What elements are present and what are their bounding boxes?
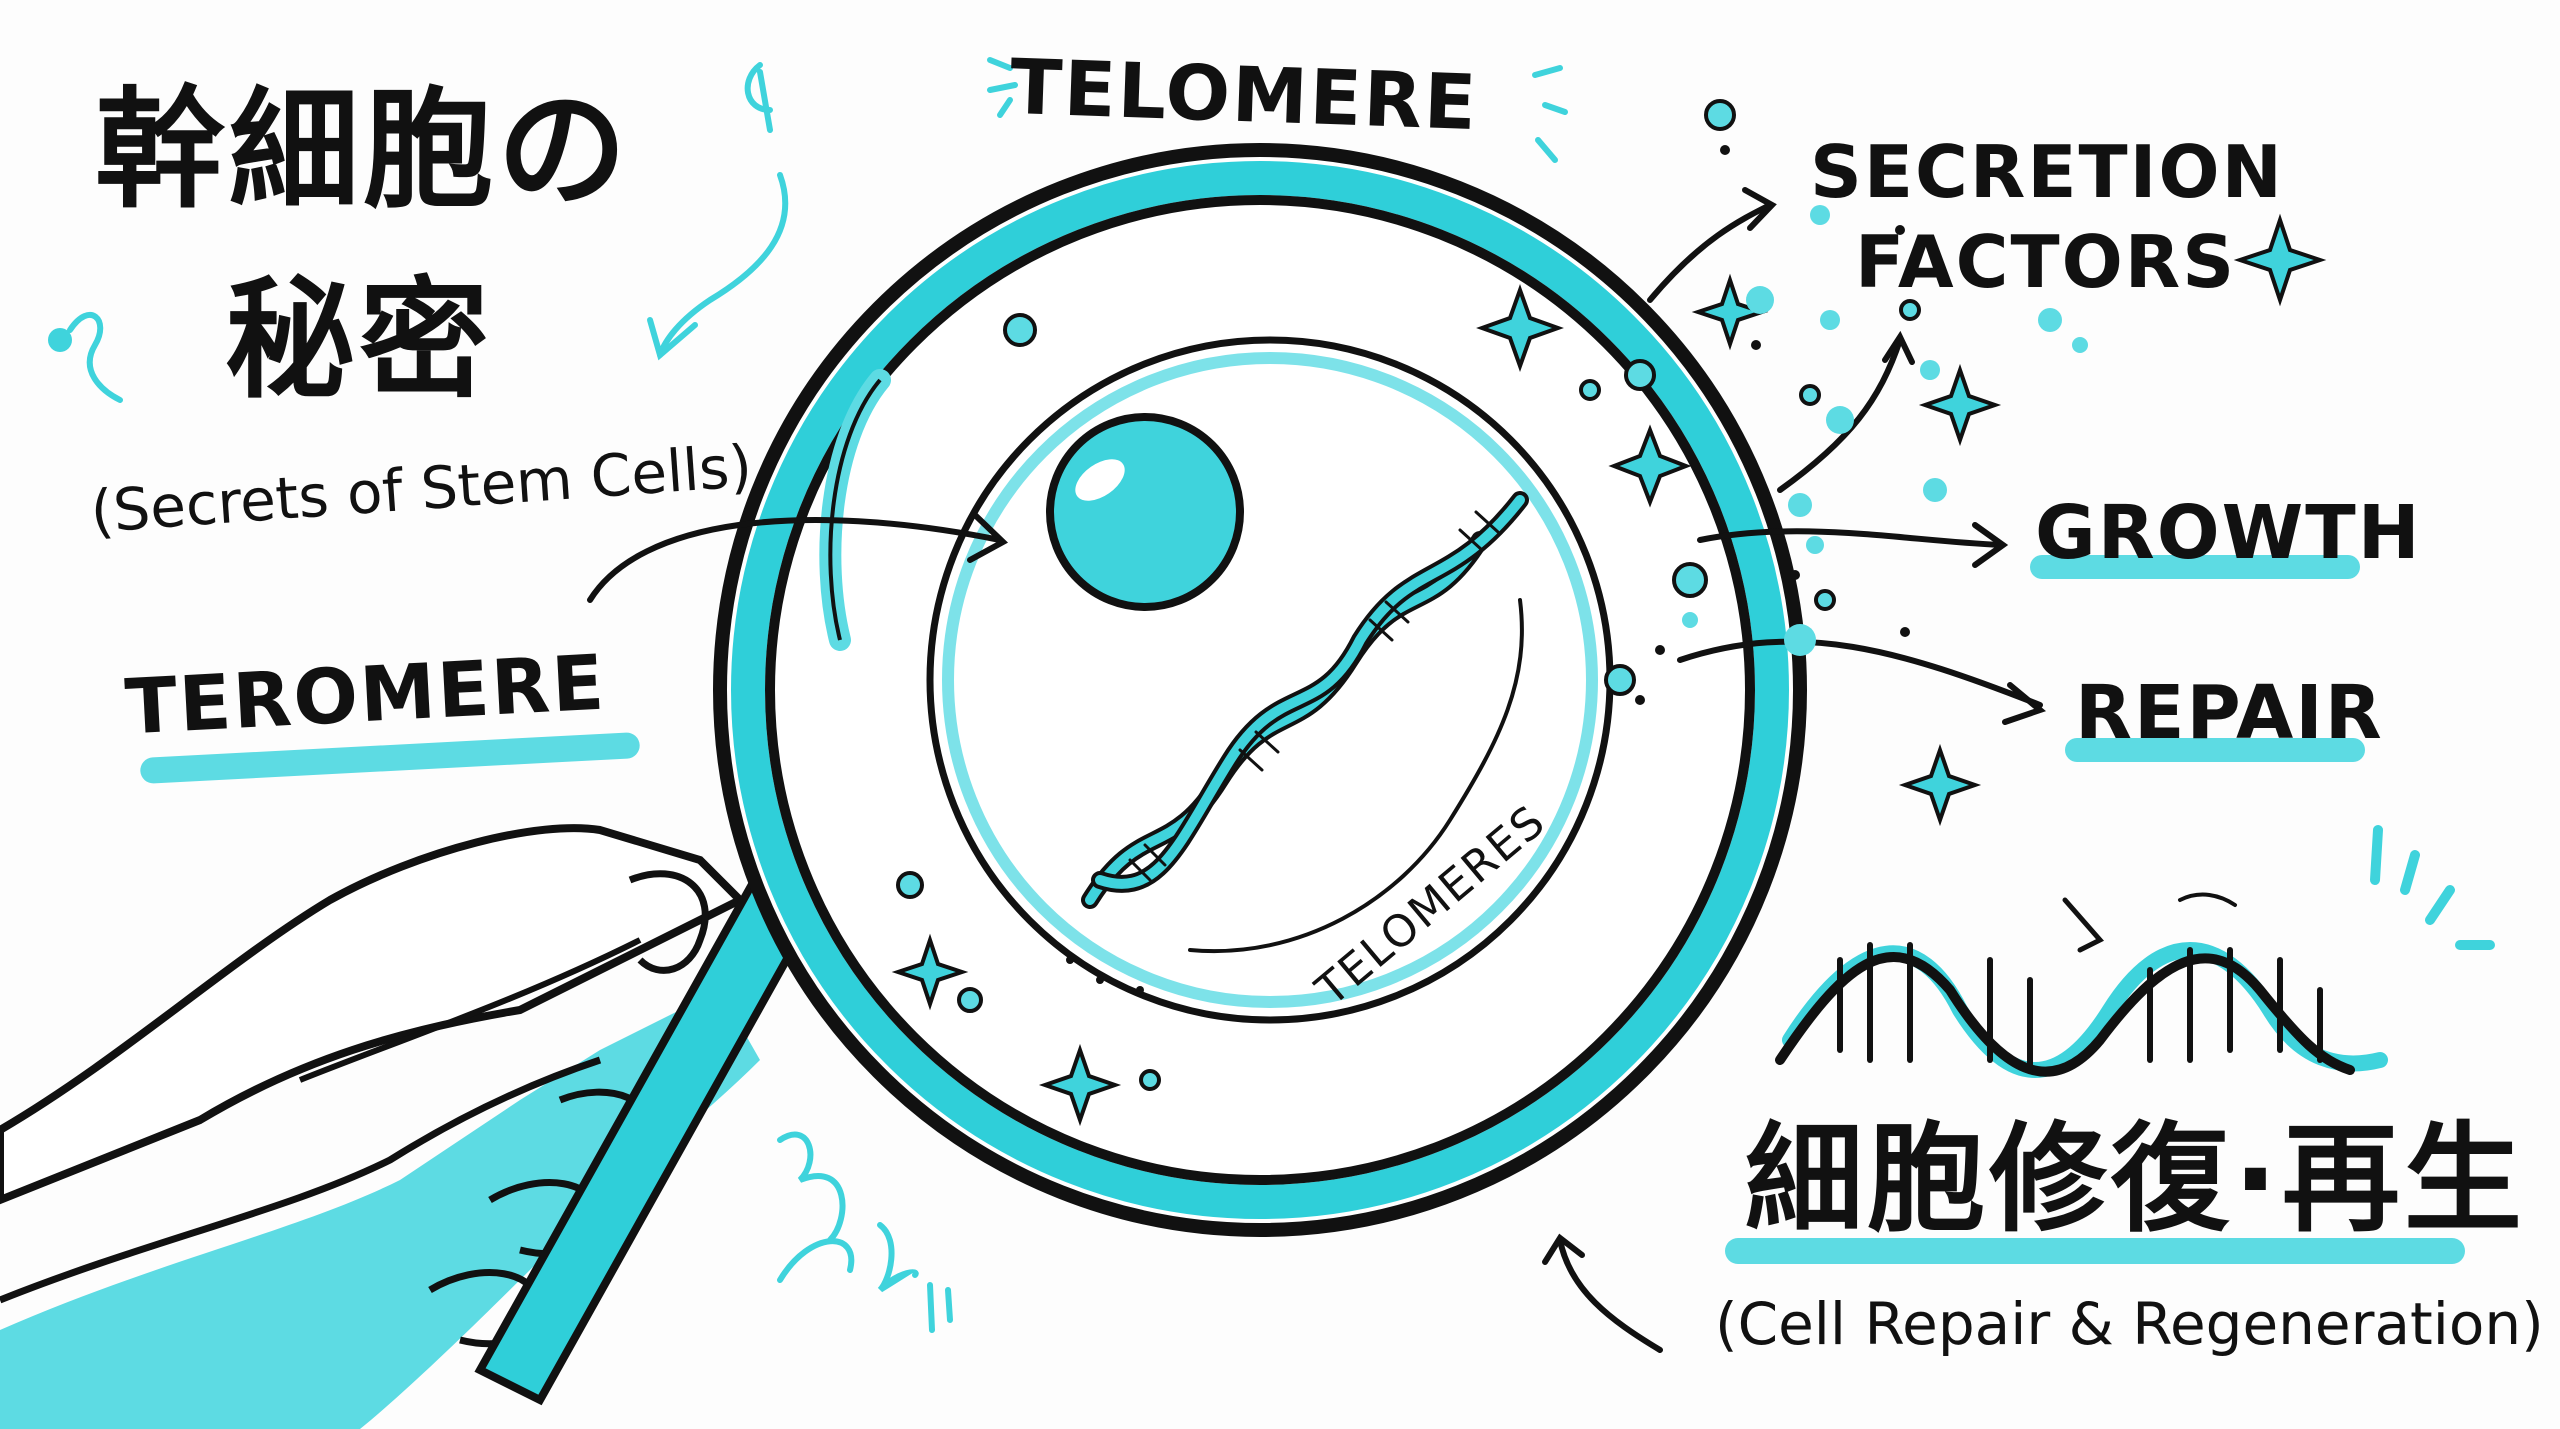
cloud-scribble-icon [777, 1131, 953, 1333]
bubble-outline-icon [896, 99, 1921, 1091]
swirl-arrow-icon [67, 57, 1568, 403]
nucleus-icon [1046, 413, 1244, 611]
hand-icon [0, 824, 760, 1429]
title-line-1: 幹細胞の [95, 74, 632, 226]
footer-jp-highlight [1725, 1238, 2465, 1264]
label-growth: GROWTH [2035, 490, 2422, 576]
growth-highlight [2030, 555, 2360, 579]
label-telomere-top: TELOMERE [1008, 41, 1480, 148]
title-line-2: 秘密 [225, 264, 494, 416]
label-secretion: SECRETION [1810, 130, 2284, 214]
label-factors: FACTORS [1855, 220, 2237, 304]
sparkle-icon [891, 213, 2327, 1127]
cell-icon [926, 336, 1614, 1024]
bubble-icon [1682, 205, 2088, 656]
repair-highlight [2065, 738, 2365, 762]
footer-en: (Cell Repair & Regeneration) [1715, 1290, 2544, 1358]
label-repair: REPAIR [2075, 670, 2384, 756]
arrow-icon [587, 187, 2047, 1353]
dot-icon [1066, 145, 1910, 994]
dot-icon [48, 328, 72, 352]
dna-helix-icon [1081, 491, 1529, 954]
footer-jp: 細胞修復·再生 [1745, 1110, 2526, 1248]
dna-wave-icon [1775, 825, 2495, 1078]
